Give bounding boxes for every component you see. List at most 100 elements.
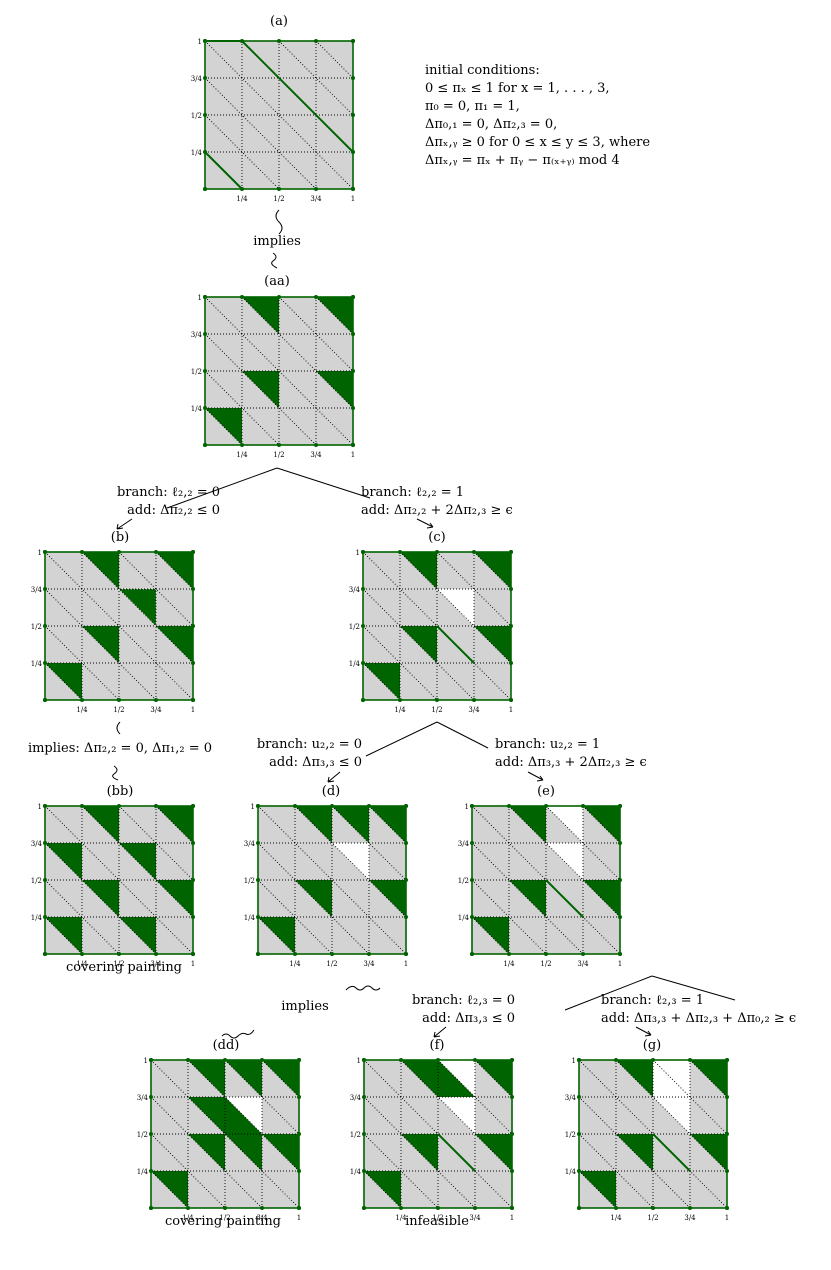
vertex-dot: [117, 550, 121, 554]
edge-text-add-c: add: Δπ₂,₂ + 2Δπ₂,₃ ≥ ϵ: [361, 503, 513, 518]
vertex-dot: [191, 841, 195, 845]
edge-text-implies-a: implies: [253, 234, 301, 249]
vertex-dot: [577, 1058, 581, 1062]
squiggle-arrow: [116, 721, 121, 735]
vertex-dot: [297, 1169, 301, 1173]
diagonal-line: [437, 1059, 513, 1135]
vertex-dot: [80, 952, 84, 956]
x-tick-label: 1/4: [76, 960, 88, 968]
vertex-dot: [651, 1058, 655, 1062]
x-tick-label: 1: [297, 1214, 301, 1222]
y-tick-label: 3/4: [350, 1094, 362, 1102]
vertex-dot: [223, 1206, 227, 1210]
diagonal-line: [257, 879, 333, 955]
diagonal-line: [652, 1059, 728, 1135]
vertex-dot: [43, 698, 47, 702]
vertex-dot: [314, 187, 318, 191]
vertex-dot: [43, 550, 47, 554]
y-tick-label: 1/2: [31, 877, 42, 885]
y-tick-label: 3/4: [191, 331, 203, 339]
vertex-dot: [367, 952, 371, 956]
x-tick-label: 1/2: [219, 1214, 230, 1222]
x-tick-label: 1: [191, 960, 195, 968]
x-tick-label: 3/4: [150, 706, 162, 714]
vertex-dot: [581, 804, 585, 808]
edge-text-branch-e: branch: u₂,₂ = 1: [495, 737, 600, 752]
vertex-dot: [351, 443, 355, 447]
vertex-dot: [191, 661, 195, 665]
vertex-dot: [618, 841, 622, 845]
vertex-dot: [577, 1132, 581, 1136]
vertex-dot: [473, 1206, 477, 1210]
vertex-dot: [436, 1058, 440, 1062]
vertex-dot: [314, 39, 318, 43]
vertex-dot: [361, 587, 365, 591]
vertex-dot: [240, 187, 244, 191]
y-tick-label: 1/2: [349, 623, 360, 631]
conditions-line-1: 0 ≤ πₓ ≤ 1 for x = 1, . . . , 3,: [425, 81, 610, 96]
conditions-line-0: initial conditions:: [425, 63, 540, 78]
vertex-dot: [614, 1058, 618, 1062]
y-tick-label: 3/4: [31, 840, 43, 848]
vertex-dot: [191, 804, 195, 808]
y-tick-label: 1: [356, 549, 360, 557]
vertex-dot: [330, 952, 334, 956]
x-tick-label: 1/4: [182, 1214, 194, 1222]
vertex-dot: [43, 915, 47, 919]
vertex-dot: [203, 150, 207, 154]
vertex-dot: [435, 698, 439, 702]
vertex-dot: [472, 550, 476, 554]
y-tick-label: 1/2: [458, 877, 469, 885]
y-tick-label: 1/4: [31, 914, 43, 922]
diagonal-line: [578, 1096, 691, 1209]
vertex-dot: [191, 587, 195, 591]
vertex-dot: [404, 952, 408, 956]
y-tick-label: 3/4: [244, 840, 256, 848]
green-segment: [437, 1133, 476, 1172]
vertex-dot: [472, 698, 476, 702]
y-tick-label: 1: [198, 294, 202, 302]
vertex-dot: [404, 804, 408, 808]
y-tick-label: 1: [198, 38, 202, 46]
diagonal-line: [204, 40, 354, 190]
vertex-dot: [351, 406, 355, 410]
y-tick-label: 1/4: [350, 1168, 362, 1176]
node-label-f: (f): [430, 1038, 445, 1053]
vertex-dot: [223, 1058, 227, 1062]
vertex-dot: [473, 1058, 477, 1062]
diagonal-line: [150, 1096, 263, 1209]
edge-text-add-d: add: Δπ₃,₃ ≤ 0: [269, 755, 362, 770]
node-label-g: (g): [643, 1038, 661, 1053]
branch-line-left: [365, 721, 438, 757]
x-tick-label: 3/4: [468, 706, 480, 714]
vertex-dot: [203, 187, 207, 191]
arrow-f: [433, 1026, 447, 1038]
vertex-dot: [361, 698, 365, 702]
diagonal-line: [257, 805, 407, 955]
vertex-dot: [154, 698, 158, 702]
vertex-dot: [154, 952, 158, 956]
caption-bb: covering painting: [66, 960, 182, 975]
edge-implies-a-aa: implies: [253, 209, 301, 269]
vertex-dot: [43, 878, 47, 882]
vertex-dot: [43, 841, 47, 845]
y-tick-label: 1: [38, 803, 42, 811]
vertex-dot: [581, 952, 585, 956]
edge-branch-aa: branch: ℓ₂,₂ = 0 add: Δπ₂,₂ ≤ 0 branch: …: [116, 467, 513, 530]
x-tick-label: 1: [351, 195, 355, 203]
x-tick-label: 3/4: [363, 960, 375, 968]
x-tick-label: 1/4: [394, 706, 406, 714]
y-tick-label: 1: [572, 1057, 576, 1065]
vertex-dot: [725, 1132, 729, 1136]
vertex-dot: [577, 1206, 581, 1210]
squiggle-arrow: [271, 252, 278, 269]
node-label-c: (c): [428, 530, 445, 545]
vertex-dot: [149, 1132, 153, 1136]
vertex-dot: [330, 804, 334, 808]
y-tick-label: 1: [38, 549, 42, 557]
diagonal-line: [81, 805, 194, 918]
node-label-bb: (bb): [107, 784, 134, 799]
